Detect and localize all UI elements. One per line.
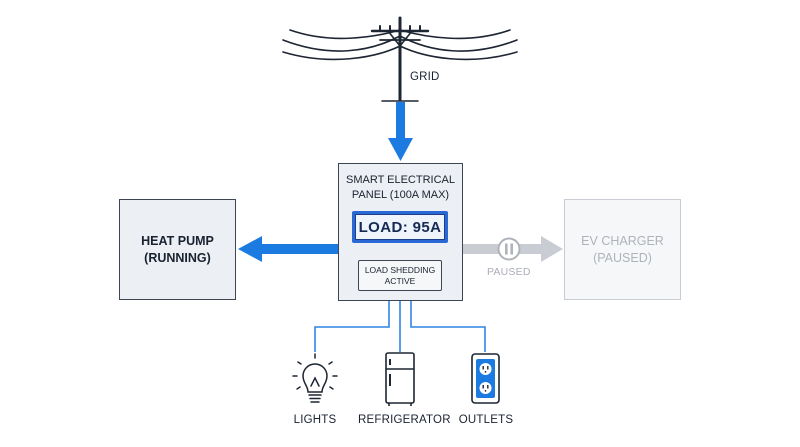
grid-label: GRID xyxy=(410,71,440,83)
panel-title: SMART ELECTRICAL PANEL (100A MAX) xyxy=(339,173,462,203)
heat-pump-box: HEAT PUMP (RUNNING) xyxy=(119,199,236,300)
panel-to-heat-pump-arrow xyxy=(238,236,338,262)
ev-charger-box: EV CHARGER (PAUSED) xyxy=(564,199,681,300)
light-bulb-icon xyxy=(292,353,338,403)
utility-pole-icon xyxy=(282,16,518,102)
paused-label: PAUSED xyxy=(487,266,531,278)
panel-title-line2: PANEL (100A MAX) xyxy=(351,189,450,201)
heat-pump-status: (RUNNING) xyxy=(144,250,211,265)
pause-icon xyxy=(497,237,521,261)
load-display: LOAD: 95A xyxy=(352,211,448,243)
ev-charger-status: (PAUSED) xyxy=(593,250,652,265)
outlets-label: OUTLETS xyxy=(458,414,514,426)
outlet-icon xyxy=(471,353,500,404)
load-shedding-line1: LOAD SHEDDING xyxy=(364,264,436,275)
panel-title-line1: SMART ELECTRICAL xyxy=(345,174,455,186)
refrigerator-label: REFRIGERATOR xyxy=(358,414,451,426)
load-shedding-box: LOAD SHEDDING ACTIVE xyxy=(358,260,442,291)
grid-to-panel-arrow xyxy=(388,102,413,161)
load-readout: LOAD: 95A xyxy=(355,214,445,240)
heat-pump-title: HEAT PUMP xyxy=(141,233,214,248)
lights-label: LIGHTS xyxy=(293,414,337,426)
refrigerator-icon xyxy=(385,352,415,406)
smart-panel-box: SMART ELECTRICAL PANEL (100A MAX) LOAD: … xyxy=(338,163,463,301)
ev-charger-title: EV CHARGER xyxy=(581,233,664,248)
load-shedding-line2: ACTIVE xyxy=(384,275,416,286)
branch-circuits xyxy=(314,301,486,352)
